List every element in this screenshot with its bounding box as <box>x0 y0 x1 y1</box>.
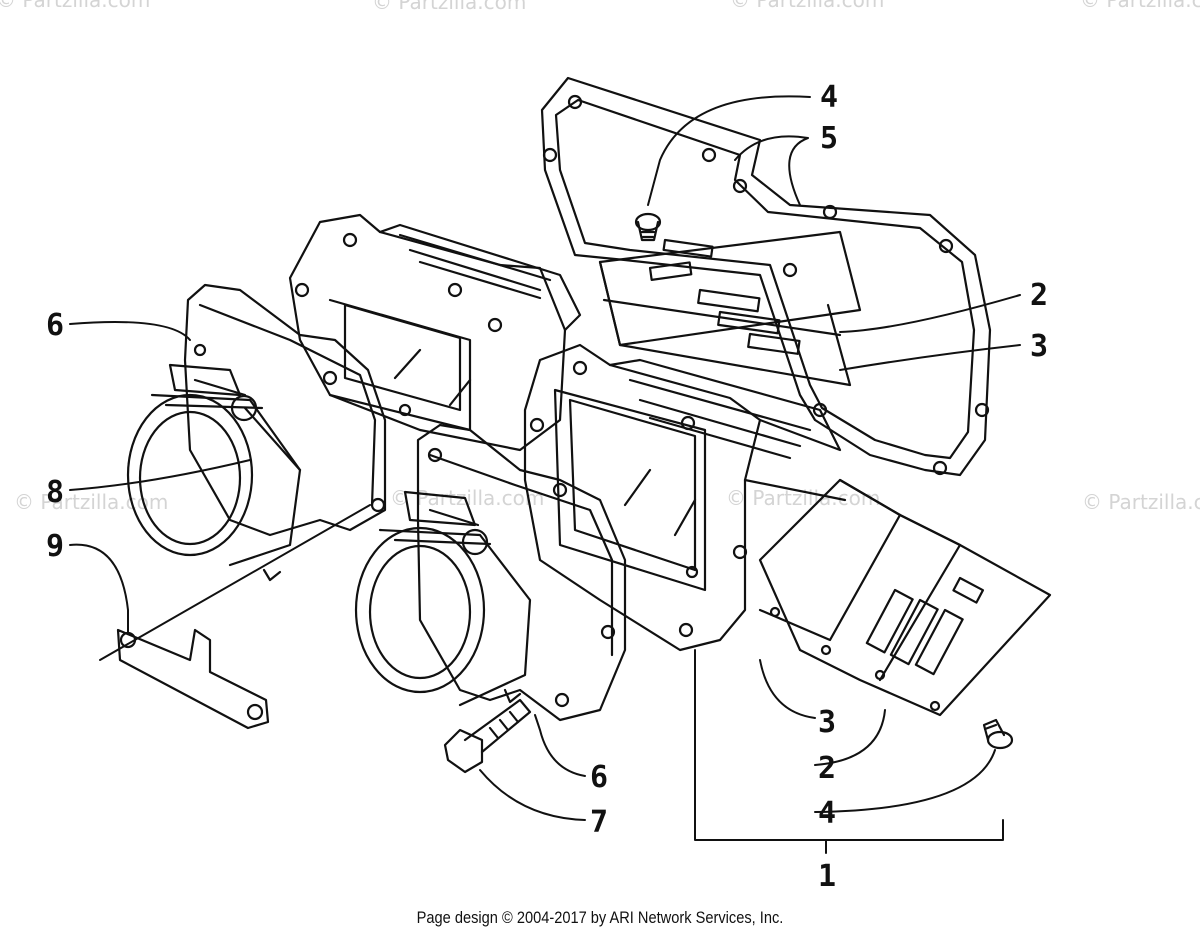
bolt-7 <box>443 698 532 774</box>
callout-2-upper: 2 <box>1030 278 1048 313</box>
callout-4-upper: 4 <box>820 80 838 115</box>
page-footer: Page design © 2004-2017 by ARI Network S… <box>416 908 784 927</box>
callout-4-lower: 4 <box>818 796 836 831</box>
callout-6-left: 6 <box>46 308 64 343</box>
callout-3-lower: 3 <box>818 705 836 740</box>
callout-9: 9 <box>46 529 64 564</box>
reed-plate-lower <box>758 478 1052 717</box>
watermark-top-center: © Partzilla.com <box>372 0 527 14</box>
screw-upper <box>634 212 662 242</box>
gasket-5 <box>540 76 992 477</box>
callout-3-upper: 3 <box>1030 329 1048 364</box>
intake-flange-rear <box>126 283 387 582</box>
callout-7: 7 <box>590 805 608 840</box>
watermark-mid-center2: © Partzilla.com <box>726 486 881 510</box>
reed-cage-front <box>523 343 847 652</box>
screw-lower <box>982 718 1014 750</box>
bracket-9 <box>116 628 270 730</box>
callout-8: 8 <box>46 475 64 510</box>
watermark-top-mid: © Partzilla.com <box>730 0 885 12</box>
leader-lines <box>69 95 1021 854</box>
watermark-top-right: © Partzilla.com <box>1080 0 1200 12</box>
callout-5: 5 <box>820 121 838 156</box>
watermark-mid-right: © Partzilla.com <box>1082 490 1200 514</box>
callout-6-bottom: 6 <box>590 760 608 795</box>
watermark-top-left: © Partzilla.com <box>0 0 151 12</box>
reed-cage-rear <box>288 213 582 452</box>
reed-plate-upper <box>598 230 862 387</box>
callout-1: 1 <box>818 859 836 894</box>
intake-flange-front <box>354 423 627 722</box>
callout-2-lower: 2 <box>818 751 836 786</box>
